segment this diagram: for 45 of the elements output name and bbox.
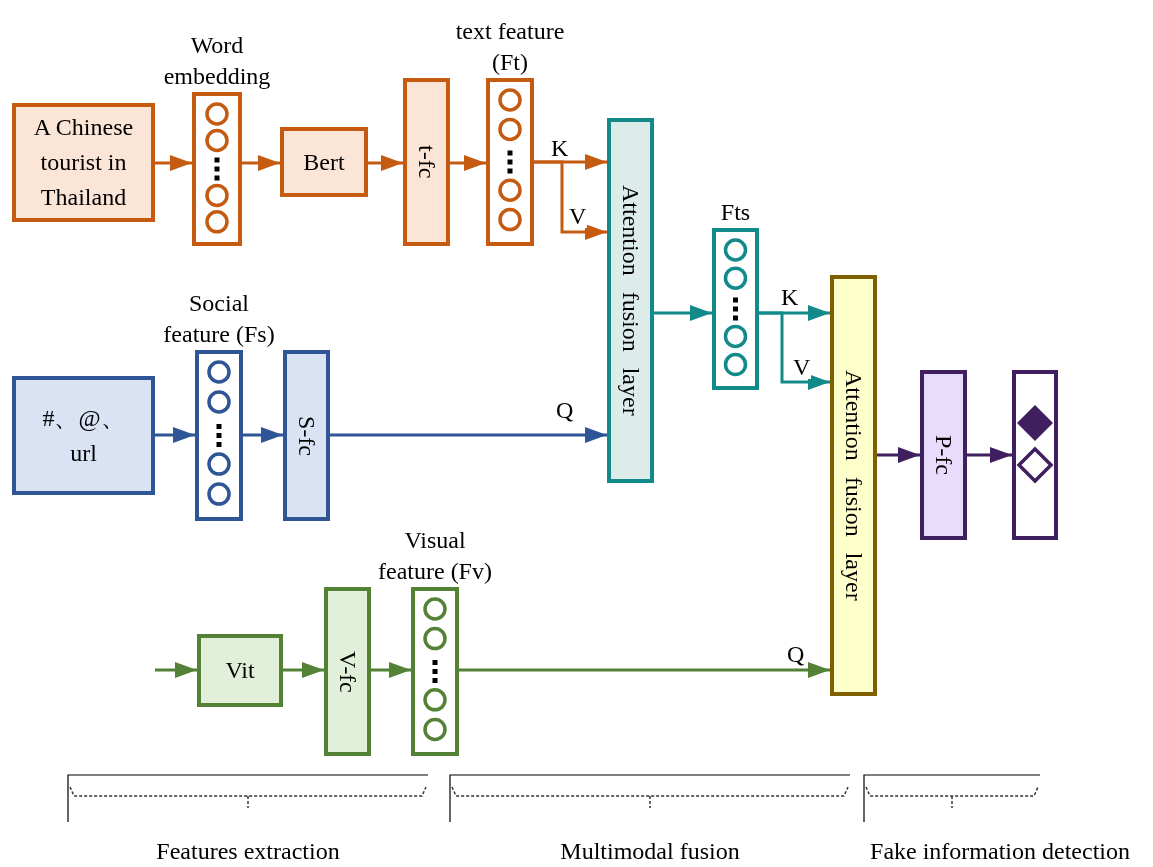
node-label: t-fc (413, 145, 440, 179)
arrow (459, 662, 830, 678)
layer-box (830, 275, 877, 696)
process-box (12, 103, 155, 222)
arrow (654, 305, 712, 321)
node-label: V-fc (334, 650, 361, 693)
node-label: #、@、 url (41, 403, 126, 468)
process-box (280, 127, 368, 197)
arrow (155, 155, 192, 171)
layer-box (403, 78, 450, 246)
arrow (368, 155, 403, 171)
arrow (967, 447, 1012, 463)
process-box (197, 634, 283, 707)
layer-box (283, 350, 330, 521)
arrow (155, 427, 195, 443)
section-label: Features extraction (156, 838, 340, 865)
node-label: Attention fusion layer (617, 185, 644, 416)
process-box (12, 376, 155, 495)
node-label: Attention fusion layer (840, 370, 867, 601)
node-label: P-fc (930, 435, 957, 475)
arrow (877, 447, 920, 463)
node-label: Vit (224, 656, 256, 686)
layer-box (607, 118, 654, 483)
feature-heading: text feature (Ft) (454, 16, 566, 77)
arrow (155, 662, 197, 678)
output-box (1012, 370, 1058, 540)
arrow (242, 155, 280, 171)
section-label: Multimodal fusion (560, 838, 740, 865)
arrow (450, 155, 486, 171)
arrow (371, 662, 411, 678)
arrow (283, 662, 324, 678)
arrow (330, 427, 607, 443)
feature-heading: Social feature (Fs) (162, 288, 276, 349)
node-label: A Chinese tourist in Thailand (32, 113, 135, 212)
layer-box (920, 370, 967, 540)
feature-heading: Fts (719, 197, 752, 227)
feature-heading: Visual feature (Fv) (377, 525, 493, 586)
feature-heading: Word embedding (162, 30, 272, 91)
arrow (534, 160, 607, 240)
node-label: Bert (302, 147, 346, 177)
layer-box (324, 587, 371, 756)
node-label: S-fc (293, 415, 320, 456)
section-label: Fake information detection (870, 838, 1130, 865)
arrow (759, 311, 830, 390)
arrow (243, 427, 283, 443)
